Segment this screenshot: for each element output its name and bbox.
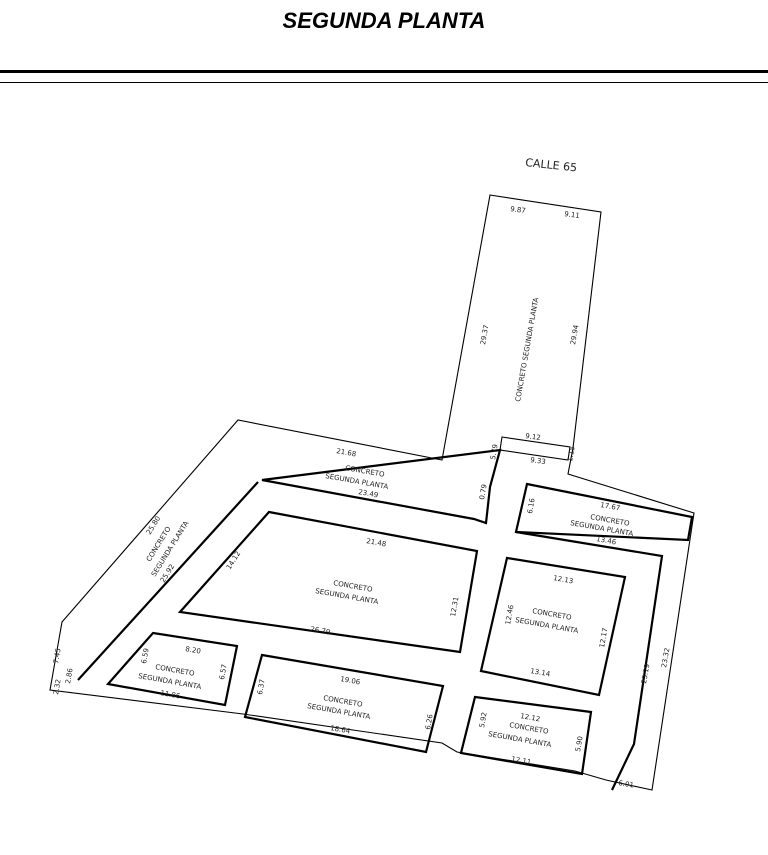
dim-right-b: 23.32 — [660, 647, 671, 668]
dim-big-top: 21.48 — [366, 537, 387, 548]
dim-sw-bottom: 11.86 — [160, 689, 182, 700]
notch-strip — [499, 436, 571, 461]
upper-strip-inner — [261, 448, 502, 525]
dim-se-bottom: 12.11 — [511, 755, 532, 766]
header-rule-thin — [0, 82, 768, 83]
central-block — [177, 510, 479, 654]
dim-se-right: 5.90 — [574, 736, 585, 753]
middle-block — [479, 556, 627, 697]
dim-upper-side: 0.79 — [478, 484, 489, 501]
ne-block — [514, 482, 694, 542]
dim-top-left: 29.37 — [479, 324, 490, 345]
dim-sm-bottom: 18.64 — [330, 724, 352, 735]
sw-block — [105, 631, 239, 707]
dim-se-top: 12.12 — [520, 712, 541, 723]
dim-mid-left: 12.46 — [504, 604, 515, 626]
dim-mid-bottom: 13.14 — [530, 667, 552, 678]
dim-big-bottom: 26.79 — [310, 625, 331, 636]
dim-mid-top: 12.13 — [553, 574, 574, 585]
dim-sw-left: 6.59 — [140, 648, 151, 665]
dim-se-left: 5.92 — [478, 712, 489, 729]
dim-big-left: 14.12 — [225, 550, 242, 571]
dim-corner-a: 7.45 — [52, 648, 63, 665]
dim-sm-left: 6.37 — [256, 679, 267, 696]
dim-notch-right: 1.15 — [566, 446, 577, 463]
dim-mid-right: 12.17 — [598, 627, 609, 648]
dim-diag-outer: 25.80 — [145, 515, 162, 536]
dim-corner-b: 2.32 — [52, 679, 63, 696]
dim-upper-top: 21.68 — [336, 447, 357, 458]
dim-notch-bottom: 9.33 — [530, 456, 547, 466]
dim-corner-c: 2.86 — [64, 667, 75, 684]
dim-notch-left: 5.79 — [489, 444, 500, 461]
dim-ne-top: 17.67 — [600, 501, 621, 512]
page-title: SEGUNDA PLANTA — [282, 8, 486, 33]
street-label: CALLE 65 — [525, 156, 578, 174]
dim-sm-top: 19.06 — [340, 675, 362, 686]
dim-sm-right: 6.26 — [424, 713, 435, 730]
dim-top-right: 29.94 — [569, 324, 580, 346]
dim-big-right: 12.31 — [449, 596, 460, 617]
dim-notch-top: 9.12 — [525, 432, 542, 442]
diagonal-inner-edge — [77, 481, 259, 681]
dim-sw-right: 6.57 — [218, 664, 229, 681]
right-block — [515, 530, 664, 791]
dim-top-w-a: 9.87 — [510, 205, 527, 215]
dim-right-bottom: 6.01 — [618, 779, 635, 790]
south-middle-block — [243, 653, 445, 754]
dim-ne-left: 6.16 — [526, 497, 537, 514]
tower-label: CONCRETO SEGUNDA PLANTA — [514, 297, 540, 403]
dim-top-w-b: 9.11 — [564, 210, 581, 220]
se-block — [459, 695, 593, 776]
dim-ne-bottom: 13.46 — [596, 535, 618, 546]
dim-upper-inner: 23.49 — [358, 488, 379, 499]
header-rule-thick — [0, 70, 768, 73]
dim-sw-top: 8.20 — [185, 645, 202, 656]
dim-right-a: 23.19 — [640, 663, 651, 684]
